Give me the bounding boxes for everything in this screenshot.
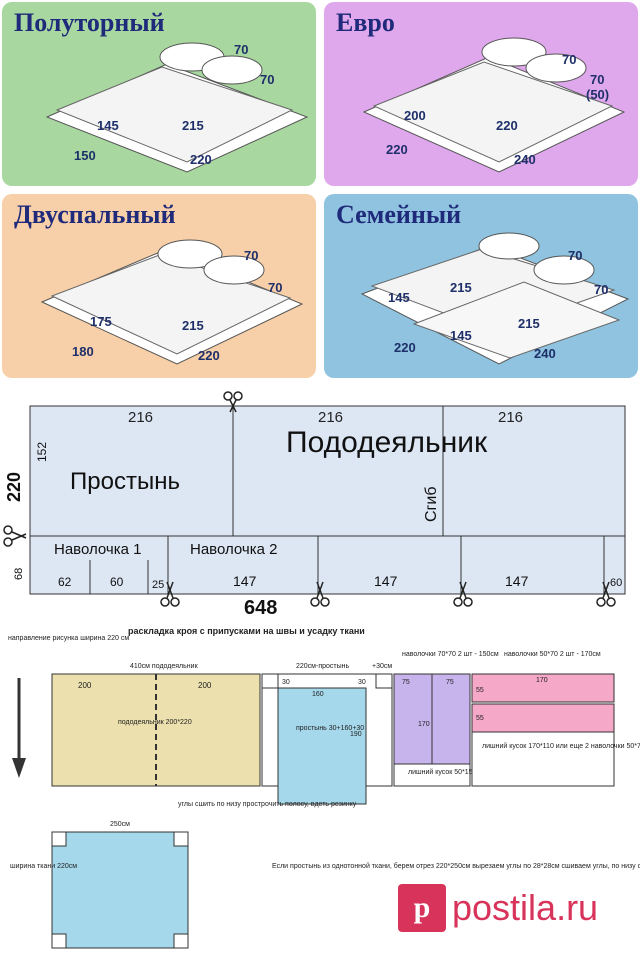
pillow50-b: 55 bbox=[476, 715, 484, 722]
watermark: p postila.ru bbox=[398, 884, 598, 932]
pillow-width: 70 bbox=[234, 42, 248, 57]
width-250: 250см bbox=[110, 821, 130, 828]
seg3-dim: 216 bbox=[498, 409, 523, 426]
duvet-width: 200 bbox=[404, 108, 426, 123]
seg1-dim: 216 bbox=[128, 409, 153, 426]
b7-dim: 60 bbox=[610, 577, 622, 589]
sheet-length: 220 bbox=[190, 152, 212, 167]
duvet-length: 220 bbox=[496, 118, 518, 133]
pillow50-len: 170 bbox=[536, 677, 548, 684]
pillow-width: 70 bbox=[568, 248, 582, 263]
duvet-label: Пододеяльник bbox=[286, 426, 488, 459]
duvet-width: 145 bbox=[97, 118, 119, 133]
pillow50-a: 55 bbox=[476, 687, 484, 694]
panel-evro: Евро 70 70 (50) 200 220 220 240 bbox=[324, 2, 638, 186]
sheet-inner-label: простынь 30+160+30 bbox=[296, 725, 364, 732]
height-dim: 220 bbox=[4, 472, 24, 502]
pillow-width: 70 bbox=[244, 248, 258, 263]
direction-label: направление рисунка ширина 220 см bbox=[8, 635, 129, 642]
fold-label: Сгиб bbox=[423, 487, 440, 523]
bed-illustration: 70 70 145 215 145 215 220 240 bbox=[360, 232, 630, 365]
col2-label: 220см-простынь bbox=[296, 663, 350, 670]
panel-title: Полуторный bbox=[14, 8, 165, 37]
extra-piece-1: лишний кусок 50*150 см bbox=[408, 768, 487, 776]
pillow1-label: Наволочка 1 bbox=[54, 541, 141, 558]
duvet-length: 215 bbox=[182, 318, 204, 333]
duvet2-width: 145 bbox=[450, 328, 472, 343]
sheet-height: 190 bbox=[350, 731, 362, 738]
duvet1-length: 215 bbox=[450, 280, 472, 295]
postila-logo-icon: p bbox=[398, 884, 446, 932]
sheet-length: 240 bbox=[534, 346, 556, 361]
col3-label: +30см bbox=[372, 663, 392, 670]
panel-dvuspalny: Двуспальный 70 70 175 215 180 220 bbox=[2, 194, 316, 378]
pillow-height: 70 bbox=[260, 72, 274, 87]
pillow-height-alt: (50) bbox=[586, 87, 609, 102]
total-dim: 648 bbox=[244, 597, 277, 614]
pillow-height: 70 bbox=[594, 282, 608, 297]
panel-title: Евро bbox=[336, 8, 395, 37]
cutting-diagram: 216 216 216 Пододеяльник Простынь Сгиб 2… bbox=[3, 391, 626, 614]
pillow-width: 70 bbox=[562, 52, 576, 67]
b3-dim: 25 bbox=[152, 579, 164, 591]
b4-dim: 147 bbox=[233, 573, 257, 589]
pillow70-len: 170 bbox=[418, 721, 430, 728]
duvet-half-a: 200 bbox=[78, 681, 92, 690]
bed-illustration: 70 70 (50) 200 220 220 240 bbox=[362, 37, 626, 173]
b6-dim: 147 bbox=[505, 573, 529, 589]
sheet-width: 220 bbox=[394, 340, 416, 355]
panel-polutorny: Полуторный 70 70 145 215 150 220 bbox=[2, 2, 316, 186]
seg2-dim: 216 bbox=[318, 409, 343, 426]
bed-illustration: 70 70 145 215 150 220 bbox=[45, 42, 309, 173]
sheet-width: 180 bbox=[72, 344, 94, 359]
fabric-width-label: ширина ткани 220см bbox=[10, 863, 77, 870]
sheet-width: 220 bbox=[386, 142, 408, 157]
pillow-height: 70 bbox=[590, 72, 604, 87]
sheet-width: 150 bbox=[74, 148, 96, 163]
sheet-side-a: 30 bbox=[282, 679, 290, 686]
panel-semeyny: Семейный 70 70 145 215 145 215 220 240 bbox=[324, 194, 638, 378]
b2-dim: 60 bbox=[110, 575, 124, 589]
duvet-width: 175 bbox=[90, 314, 112, 329]
b1-dim: 62 bbox=[58, 575, 72, 589]
pillow70-a: 75 bbox=[402, 679, 410, 686]
sheet-length: 220 bbox=[198, 348, 220, 363]
scissors-icon bbox=[3, 391, 616, 607]
col5-label: наволочки 50*70 2 шт - 170см bbox=[504, 651, 601, 658]
left-height-dim: 152 bbox=[35, 442, 49, 462]
plain-sheet-note: Если простынь из однотонной ткани, берем… bbox=[272, 862, 640, 870]
sheet-side-b: 30 bbox=[358, 679, 366, 686]
sheet-label: Простынь bbox=[70, 468, 180, 495]
watermark-text: postila.ru bbox=[452, 887, 599, 928]
duvet-inner-label: пододеяльник 200*220 bbox=[118, 719, 192, 726]
duvet-half-b: 200 bbox=[198, 681, 212, 690]
extra-piece-2: лишний кусок 170*110 или еще 2 наволочки… bbox=[482, 742, 640, 750]
b5-dim: 147 bbox=[374, 573, 398, 589]
pillow2-label: Наволочка 2 bbox=[190, 541, 277, 558]
bed-illustration: 70 70 175 215 180 220 bbox=[40, 239, 304, 365]
corner-note: углы сшить по низу прострочить полосу, в… bbox=[178, 801, 357, 808]
duvet2-length: 215 bbox=[518, 316, 540, 331]
sheet-length: 240 bbox=[514, 152, 536, 167]
col1-label: 410см пододеяльник bbox=[130, 663, 199, 670]
pillow70-b: 75 bbox=[446, 679, 454, 686]
panel-title: Семейный bbox=[336, 200, 462, 229]
layout-diagram: раскладка кроя с припусками на швы и уса… bbox=[8, 626, 640, 949]
pillow-height: 70 bbox=[268, 280, 282, 295]
duvet1-width: 145 bbox=[388, 290, 410, 305]
layout-heading: раскладка кроя с припусками на швы и уса… bbox=[128, 626, 365, 636]
panel-title: Двуспальный bbox=[14, 200, 176, 229]
direction-arrow-icon bbox=[12, 678, 26, 778]
sheet-center: 160 bbox=[312, 691, 324, 698]
bottom-height-dim: 68 bbox=[13, 568, 25, 580]
col4-label: наволочки 70*70 2 шт - 150см bbox=[402, 651, 499, 658]
duvet-length: 215 bbox=[182, 118, 204, 133]
